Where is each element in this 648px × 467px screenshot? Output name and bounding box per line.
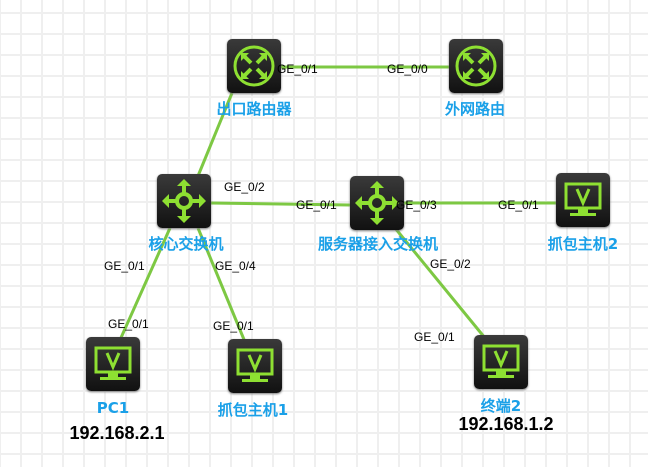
terminal2-label: 终端2	[480, 397, 522, 415]
terminal2-node[interactable]	[474, 335, 528, 389]
port-label: GE_0/4	[215, 259, 256, 273]
terminal2-ip: 192.168.1.2	[458, 414, 554, 434]
switch-icon	[355, 181, 399, 225]
pc1-ip: 192.168.2.1	[69, 423, 165, 443]
port-label: GE_0/1	[108, 317, 149, 331]
host-icon	[94, 346, 132, 380]
server-switch-node[interactable]	[350, 176, 404, 230]
router-icon	[455, 45, 497, 87]
port-label: GE_0/1	[296, 198, 337, 212]
port-label: GE_0/3	[396, 198, 437, 212]
capture2-node[interactable]	[556, 173, 610, 227]
router-exit-label: 出口路由器	[216, 100, 292, 118]
port-label: GE_0/1	[213, 319, 254, 333]
port-label: GE_0/1	[104, 259, 145, 273]
switch-icon	[162, 179, 206, 223]
router-exit-node[interactable]	[227, 39, 281, 93]
router-icon	[233, 45, 275, 87]
port-label: GE_0/2	[224, 180, 265, 194]
router-ext-label: 外网路由	[444, 100, 506, 118]
host-icon	[564, 182, 602, 216]
link-core-server[interactable]	[209, 201, 351, 207]
host-icon	[236, 348, 274, 382]
server-switch-label: 服务器接入交换机	[317, 235, 439, 253]
pc1-label: PC1	[96, 399, 130, 417]
capture2-label: 抓包主机2	[547, 235, 619, 253]
core-switch-label: 核心交换机	[148, 235, 224, 253]
port-label: GE_0/1	[498, 198, 539, 212]
capture1-label: 抓包主机1	[217, 401, 289, 419]
port-label: GE_0/2	[430, 257, 471, 271]
capture1-node[interactable]	[228, 339, 282, 393]
link-exit-core[interactable]	[196, 92, 234, 177]
port-label: GE_0/1	[277, 62, 318, 76]
port-label: GE_0/1	[414, 330, 455, 344]
host-icon	[482, 344, 520, 378]
link-core-capture1[interactable]	[196, 227, 247, 343]
port-label: GE_0/0	[387, 62, 428, 76]
link-server-terminal2[interactable]	[393, 227, 487, 339]
link-core-pc1[interactable]	[118, 227, 172, 341]
pc1-node[interactable]	[86, 337, 140, 391]
core-switch-node[interactable]	[157, 174, 211, 228]
router-ext-node[interactable]	[449, 39, 503, 93]
